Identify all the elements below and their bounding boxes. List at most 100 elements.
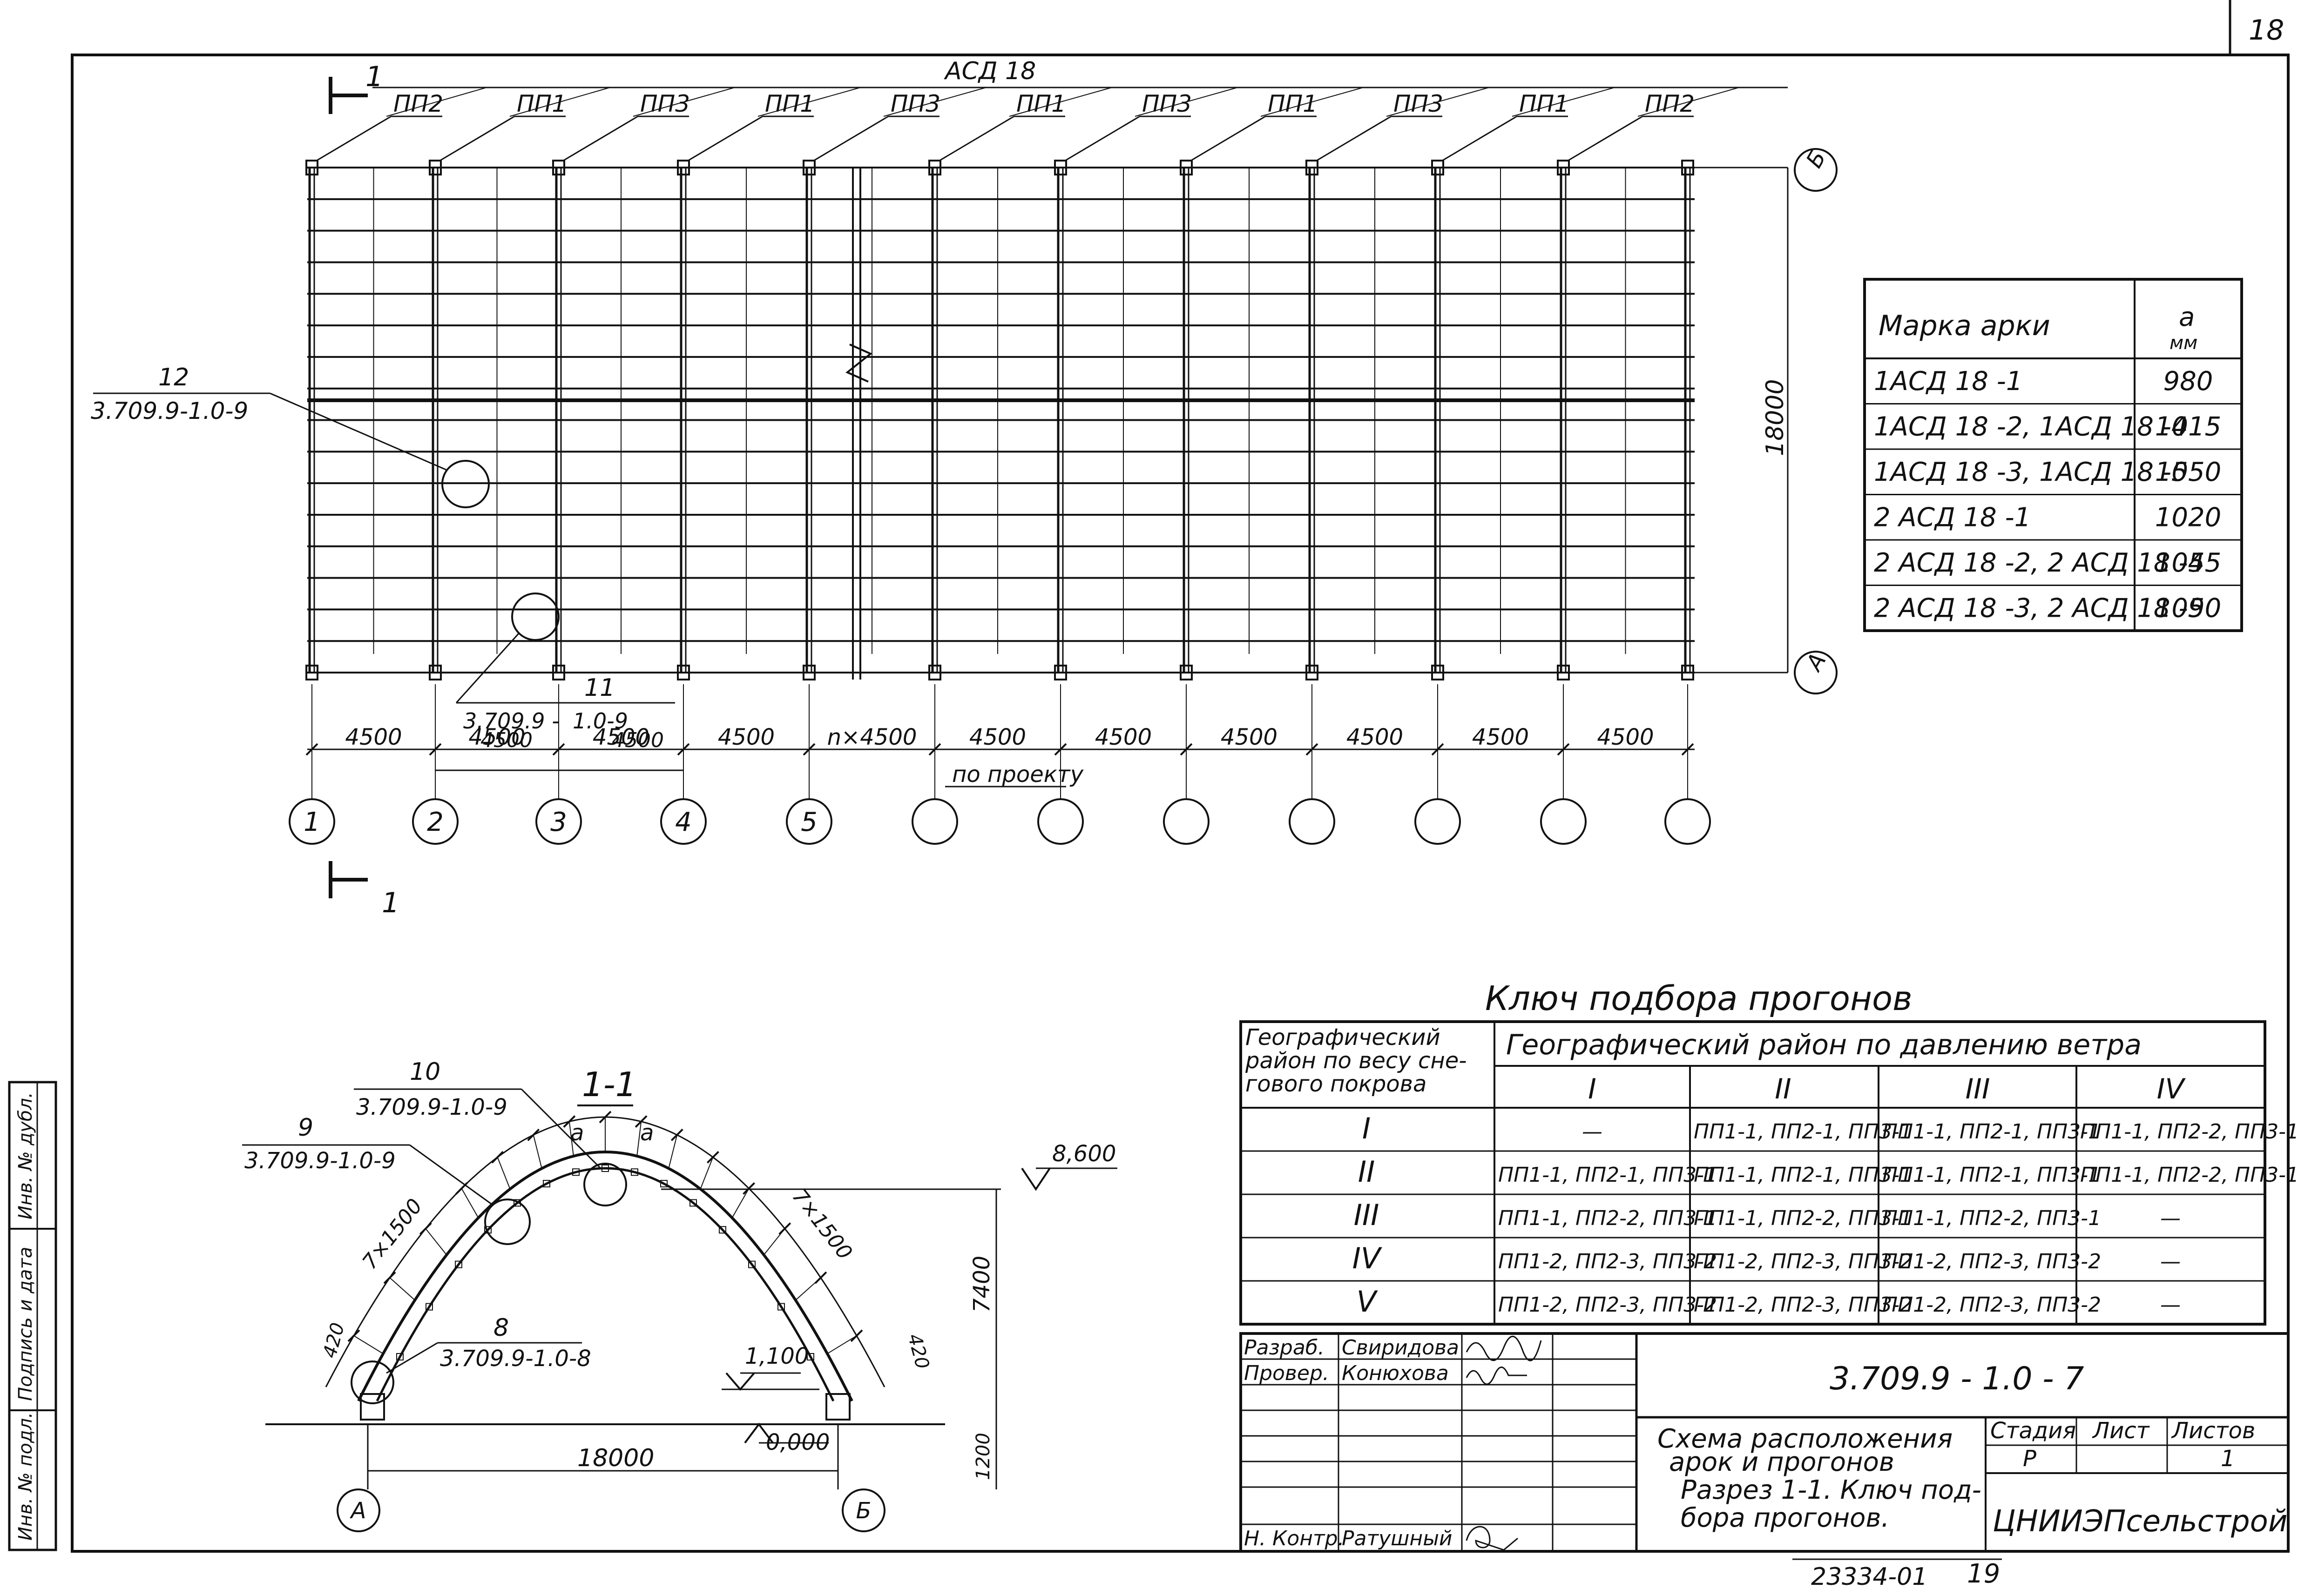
side-stamp: Инв. № подл. Подпись и дата Инв. № дубл. [8,1081,57,1551]
section-view: 1-1 10 3.709.9-1.0-9 9 3.709.9-1.0-9 8 [242,1058,1117,1532]
support-right [825,1393,851,1421]
arch-dim-tick [743,1182,755,1195]
svg-text:11: 11 [584,674,615,702]
key-table-cell: ПП1-2, ПП2-3, ПП3-2 [1882,1293,2101,1317]
section-title: 1-1 [582,1065,637,1104]
purlin-section [426,1303,433,1311]
purlin-label: ПП1 [1519,90,1569,117]
key-table-cell: ПП1-1, ПП2-2, ПП3-1 [1882,1206,2101,1230]
section-marker-bottom: 1 [329,861,399,919]
column-axis-circle [1037,798,1084,845]
arch-tick [389,1277,415,1301]
svg-text:3.709.9-1.0-8: 3.709.9-1.0-8 [440,1346,591,1372]
column-axis-circle [912,798,958,845]
purlin-label: ПП3 [1393,90,1443,117]
purlin-leader [1386,87,1489,117]
arch-table-col2-header-a: a [2179,302,2195,332]
description-1: арок и прогонов [1669,1447,1894,1477]
signature-2 [1466,1367,1527,1385]
purlin-label: ПП3 [1142,90,1192,117]
corner-header-2: гового покрова [1245,1071,1426,1097]
purlin-leader [439,115,515,162]
arch-dim-tick [778,1222,791,1235]
purlin-leader [1190,115,1266,162]
elevation-zero: 0,000 [726,1422,830,1455]
wind-header: Географический район по давлению ветра [1506,1029,2142,1061]
bay-dim-label: 4500 [1095,724,1152,750]
bay-dim-label: 4500 [593,724,649,750]
side-stamp-podpis: Подпись и дата [15,1247,36,1401]
arch-table-mark: 1АСД 18 -2, 1АСД 18 -4 [1874,412,2188,442]
key-table-cell: ПП1-1, ПП2-2, ПП3-1 [1498,1206,1717,1230]
key-table: Ключ подбора прогонов Географический рай… [1239,979,2298,1326]
purlin-leader [1135,87,1238,117]
key-table-cell: — [2160,1206,2181,1230]
bay-dim-tick [803,743,816,756]
arch-table-a: 1050 [2155,457,2222,487]
arch-support [1305,160,1318,175]
arch-dim-tick [599,1111,612,1124]
purlin-leader [316,115,392,162]
wind-col-header: II [1775,1073,1791,1105]
svg-text:18000: 18000 [1761,379,1789,456]
arch-table-a: 1020 [2155,503,2222,533]
bay-dim-tick [429,743,442,756]
arch-lines [305,160,1694,680]
snow-region-label: III [1354,1198,1379,1232]
bay-dim-tick [1305,743,1318,756]
purlin-section [631,1168,638,1176]
purlin-label: ПП2 [1645,90,1695,117]
purlin-leader [1009,87,1112,117]
wind-col-header: IV [2157,1073,2186,1105]
section-span-dimension: 18000 [367,1424,839,1489]
purlin-leader [1568,115,1643,162]
bay-dim-label: 4500 [718,724,775,750]
arch-support [803,160,816,175]
arch-outer [357,1151,853,1402]
purlin-leader [509,87,610,117]
arch-dim-tick [491,1151,504,1164]
svg-text:А: А [350,1498,366,1524]
svg-text:3.709.9-1.0-9: 3.709.9-1.0-9 [244,1148,396,1174]
po-proektu-label: по проекту [952,761,1084,788]
purlin-leader [633,87,735,117]
title-block: Разраб. Свиридова Провер. Конюхова Н. Ко… [1239,1332,2290,1553]
wind-col-header: I [1588,1073,1596,1105]
bay-dim-tick [928,743,941,756]
arch-support [803,665,816,680]
section-axis-a: А [337,1488,380,1532]
arch-table-mark: 1АСД 18 -1 [1874,366,2022,397]
elevation-top: 8,600 [661,1141,1117,1191]
bay-dim-label: 4500 [1597,724,1654,750]
bottom-number: 23334-01 [1811,1563,1927,1591]
arch-table-a: 980 [2163,366,2213,397]
key-table-cell: — [2160,1293,2181,1317]
key-table-cell: ПП1-2, ПП2-3, ПП3-2 [1498,1250,1717,1273]
arch-support [1431,160,1444,175]
key-table-cell: ПП1-2, ПП2-3, ПП3-2 [1498,1293,1717,1317]
support-left [360,1393,385,1421]
column-axis-circle [1664,798,1711,845]
arch-table-mark: 1АСД 18 -3, 1АСД 18 -5 [1874,457,2188,487]
snow-region-label: IV [1352,1241,1383,1275]
bay-dim-tick [552,743,565,756]
svg-text:1,100: 1,100 [745,1343,809,1369]
prover-name: Конюхова [1342,1361,1449,1385]
purlin-label: ПП2 [393,90,443,117]
sheet-label: Лист [2092,1418,2150,1444]
snow-region-label: V [1357,1285,1379,1319]
arch-tick [636,1121,642,1156]
svg-text:3.709.9-1.0-9: 3.709.9-1.0-9 [91,397,248,424]
row-axis-b: Б [1794,146,1838,192]
key-table-cell: ПП1-1, ПП2-1, ПП3-1 [1694,1163,1913,1187]
arch-table-mark: 2 АСД 18 -2, 2 АСД 18 -4 [1874,548,2204,578]
purlin-label: ПП3 [640,90,690,117]
corner-header-1: район по весу сне- [1245,1048,1467,1074]
section-marker-top: 1 [329,61,383,114]
arch-support [429,665,442,680]
description-2: Разрез 1-1. Ключ под- [1681,1475,1981,1505]
arch-tick [827,1335,857,1354]
bay-dim-label: 4500 [969,724,1026,750]
